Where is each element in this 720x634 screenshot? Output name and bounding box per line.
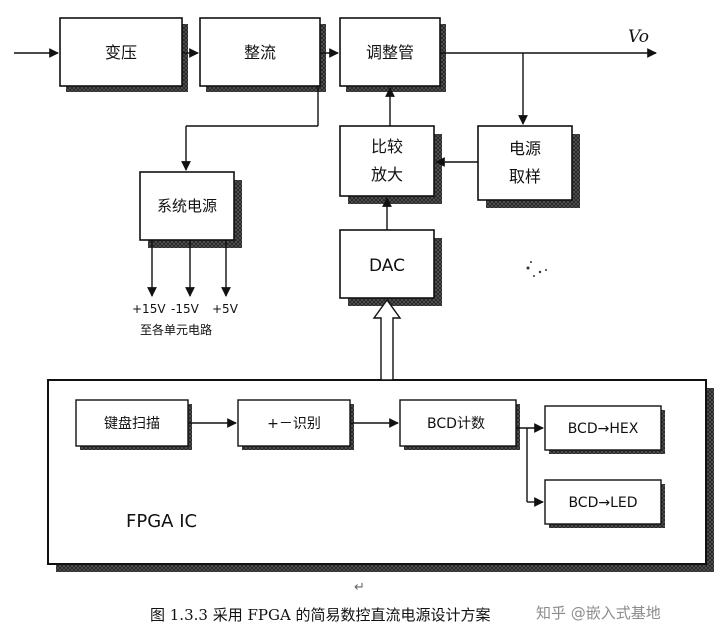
scan-speckles bbox=[526, 261, 547, 277]
rail-minus15-label: -15V bbox=[171, 302, 200, 316]
keyboard-scan-block: 键盘扫描 bbox=[75, 399, 192, 450]
sign-detect-block: +－识别 bbox=[237, 399, 354, 450]
regulator-tube-label: 调整管 bbox=[366, 43, 414, 62]
fpga-to-dac-bus-arrow bbox=[372, 298, 402, 381]
rail-plus5-label: +5V bbox=[212, 302, 239, 316]
rectifier-block: 整流 bbox=[199, 17, 326, 92]
fpga-ic-label: FPGA IC bbox=[126, 511, 197, 532]
transformer-block: 变压 bbox=[59, 17, 188, 92]
compare-label: 比较 bbox=[371, 137, 403, 156]
supply-note-label: 至各单元电路 bbox=[140, 322, 212, 337]
sampling-line1-label: 电源 bbox=[509, 139, 541, 158]
watermark-text: 知乎 @嵌入式基地 bbox=[536, 604, 661, 622]
system-power-label: 系统电源 bbox=[157, 197, 217, 215]
rail-plus15-label: +15V bbox=[132, 302, 166, 316]
bcd-hex-block: BCD→HEX bbox=[544, 405, 665, 454]
bcd-counter-label: BCD计数 bbox=[427, 416, 485, 432]
sign-detect-label: +－识别 bbox=[267, 416, 321, 432]
bcd-led-label: BCD→LED bbox=[568, 495, 637, 511]
bcd-led-block: BCD→LED bbox=[544, 479, 665, 528]
regulator-tube-block: 调整管 bbox=[339, 17, 446, 92]
sampling-line2-label: 取样 bbox=[509, 167, 541, 186]
amplify-label: 放大 bbox=[371, 165, 403, 184]
bcd-counter-block: BCD计数 bbox=[399, 399, 520, 450]
compare-amplify-block: 比较 放大 bbox=[339, 125, 442, 204]
transformer-label: 变压 bbox=[105, 43, 137, 62]
connections bbox=[14, 48, 657, 507]
rectifier-label: 整流 bbox=[244, 43, 276, 62]
dac-block: DAC bbox=[339, 229, 442, 306]
output-voltage-label: Vo bbox=[628, 27, 649, 47]
figure-caption: 图 1.3.3 采用 FPGA 的简易数控直流电源设计方案 bbox=[150, 606, 491, 624]
power-sampling-block: 电源 取样 bbox=[477, 125, 580, 208]
keyboard-scan-label: 键盘扫描 bbox=[104, 415, 160, 432]
dac-label: DAC bbox=[369, 256, 405, 276]
bcd-hex-label: BCD→HEX bbox=[568, 421, 639, 437]
system-power-block: 系统电源 bbox=[139, 171, 242, 248]
paragraph-mark: ↵ bbox=[354, 580, 365, 595]
